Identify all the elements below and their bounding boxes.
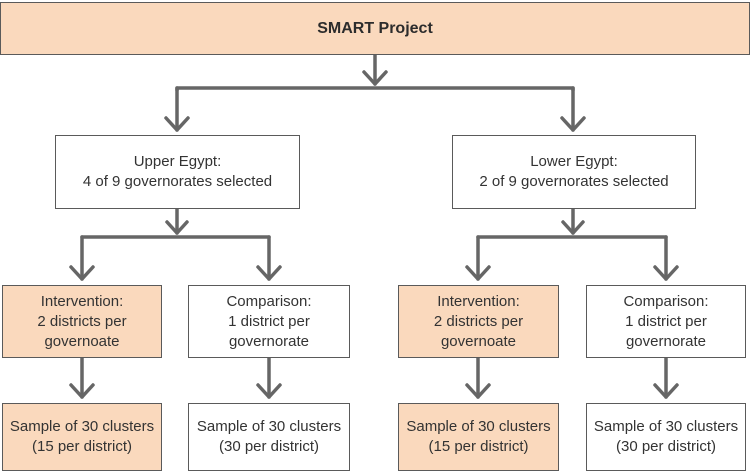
sample-node-label: Sample of 30 clusters (30 per district) — [196, 418, 342, 455]
arrow-sample-4 — [653, 383, 679, 399]
arrow-lower-stem — [561, 220, 585, 235]
group-node-label: Comparison: 1 district per governorate — [623, 292, 709, 350]
arrow-to-lower-intervention — [465, 265, 491, 281]
arrow-sample-2 — [256, 383, 282, 399]
sample-node-label: Sample of 30 clusters (15 per district) — [9, 418, 155, 455]
arrow-sample-1 — [69, 383, 95, 399]
arrow-to-upper-intervention — [69, 265, 95, 281]
group-node-lower-comparison: Comparison: 1 district per governorate — [586, 285, 746, 358]
sample-node-label: Sample of 30 clusters (30 per district) — [593, 418, 739, 455]
arrow-to-upper-comparison — [256, 265, 282, 281]
region-node-upper-egypt: Upper Egypt: 4 of 9 governorates selecte… — [55, 135, 300, 209]
region-node-lower-egypt: Lower Egypt: 2 of 9 governorates selecte… — [452, 135, 696, 209]
group-node-upper-comparison: Comparison: 1 district per governorate — [188, 285, 350, 358]
root-node-label: SMART Project — [317, 19, 433, 37]
group-node-label: Comparison: 1 district per governorate — [226, 292, 312, 350]
root-node-smart-project: SMART Project — [0, 2, 750, 55]
group-node-label: Intervention: 2 districts per governoate — [433, 292, 524, 350]
sample-node-upper-comparison: Sample of 30 clusters (30 per district) — [188, 403, 350, 471]
group-node-upper-intervention: Intervention: 2 districts per governoate — [2, 285, 162, 358]
arrow-to-lower-comparison — [653, 265, 679, 281]
sample-node-upper-intervention: Sample of 30 clusters (15 per district) — [2, 403, 162, 471]
group-node-lower-intervention: Intervention: 2 districts per governoate — [398, 285, 559, 358]
arrow-sample-3 — [465, 383, 491, 399]
arrow-upper-stem — [165, 220, 189, 235]
connector-root-branch — [175, 86, 575, 92]
arrow-root-stem — [362, 70, 388, 86]
group-node-label: Intervention: 2 districts per governoate — [37, 292, 127, 350]
sample-node-lower-comparison: Sample of 30 clusters (30 per district) — [586, 403, 746, 471]
region-node-label: Upper Egypt: 4 of 9 governorates selecte… — [82, 153, 273, 190]
sample-node-lower-intervention: Sample of 30 clusters (15 per district) — [398, 403, 559, 471]
region-node-label: Lower Egypt: 2 of 9 governorates selecte… — [479, 153, 669, 190]
sample-node-label: Sample of 30 clusters (15 per district) — [406, 418, 551, 455]
arrow-to-upper-egypt — [164, 116, 190, 132]
arrow-to-lower-egypt — [560, 116, 586, 132]
